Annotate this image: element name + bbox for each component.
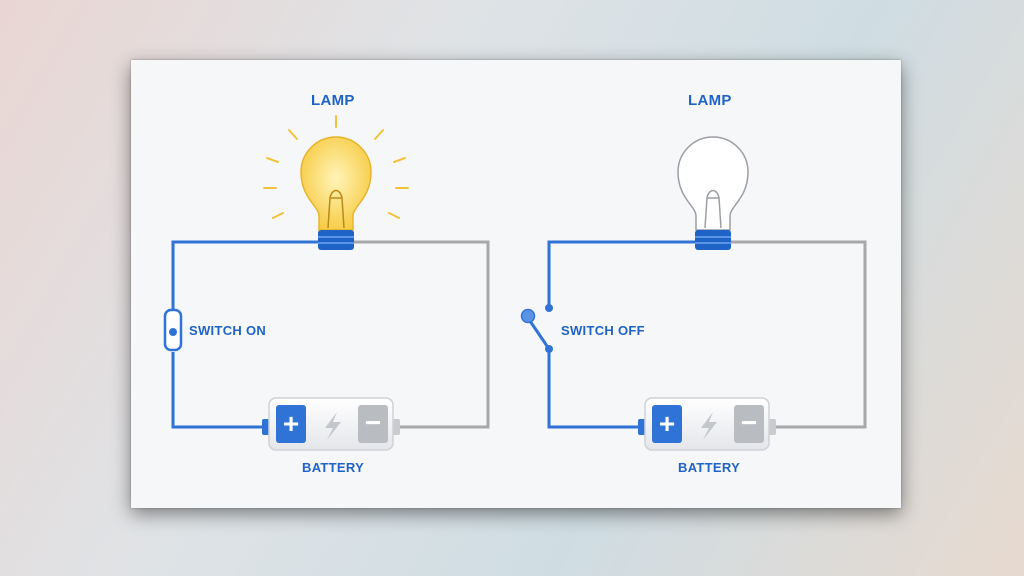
battery-plus-terminal bbox=[276, 405, 306, 443]
lamp-lit bbox=[263, 115, 409, 250]
closed-switch bbox=[163, 308, 183, 352]
battery-label-left: BATTERY bbox=[302, 460, 365, 475]
open-switch bbox=[520, 304, 553, 353]
battery-left: + − bbox=[262, 397, 400, 451]
bulb-base bbox=[695, 230, 731, 250]
lamp-label-left: LAMP bbox=[311, 92, 355, 109]
lamp-unlit bbox=[677, 136, 749, 250]
circuit-diagram: + − bbox=[163, 115, 867, 451]
lightning-icon bbox=[325, 412, 341, 440]
circuit-switch-on: + − bbox=[163, 115, 490, 451]
lamp-label-right: LAMP bbox=[688, 92, 732, 109]
battery-minus-terminal bbox=[734, 405, 764, 443]
battery-plus-sign: + bbox=[659, 408, 675, 439]
filament-unlit bbox=[704, 189, 722, 229]
switch-off-label: SWITCH OFF bbox=[561, 323, 645, 338]
bulb-glass-lit bbox=[300, 136, 372, 231]
wire-live-right bbox=[547, 240, 696, 429]
battery-label-right: BATTERY bbox=[678, 460, 741, 475]
bulb-base bbox=[318, 230, 354, 250]
bulb-glass-unlit bbox=[677, 136, 749, 231]
switch-on-label: SWITCH ON bbox=[189, 323, 267, 338]
battery-minus-sign: − bbox=[741, 407, 757, 438]
circuit-switch-off: + − bbox=[520, 136, 867, 451]
wire-neutral-right bbox=[730, 240, 867, 429]
battery-plus-terminal bbox=[652, 405, 682, 443]
battery-right: + − bbox=[638, 397, 776, 451]
lightning-icon bbox=[701, 412, 717, 440]
wire-live-left bbox=[171, 240, 319, 429]
circuit-diagram-card: + − bbox=[131, 60, 901, 508]
battery-minus-terminal bbox=[358, 405, 388, 443]
light-rays bbox=[263, 115, 409, 219]
wire-neutral-left bbox=[353, 240, 490, 429]
battery-minus-sign: − bbox=[365, 407, 381, 438]
filament-lit bbox=[327, 189, 345, 229]
battery-plus-sign: + bbox=[283, 408, 299, 439]
